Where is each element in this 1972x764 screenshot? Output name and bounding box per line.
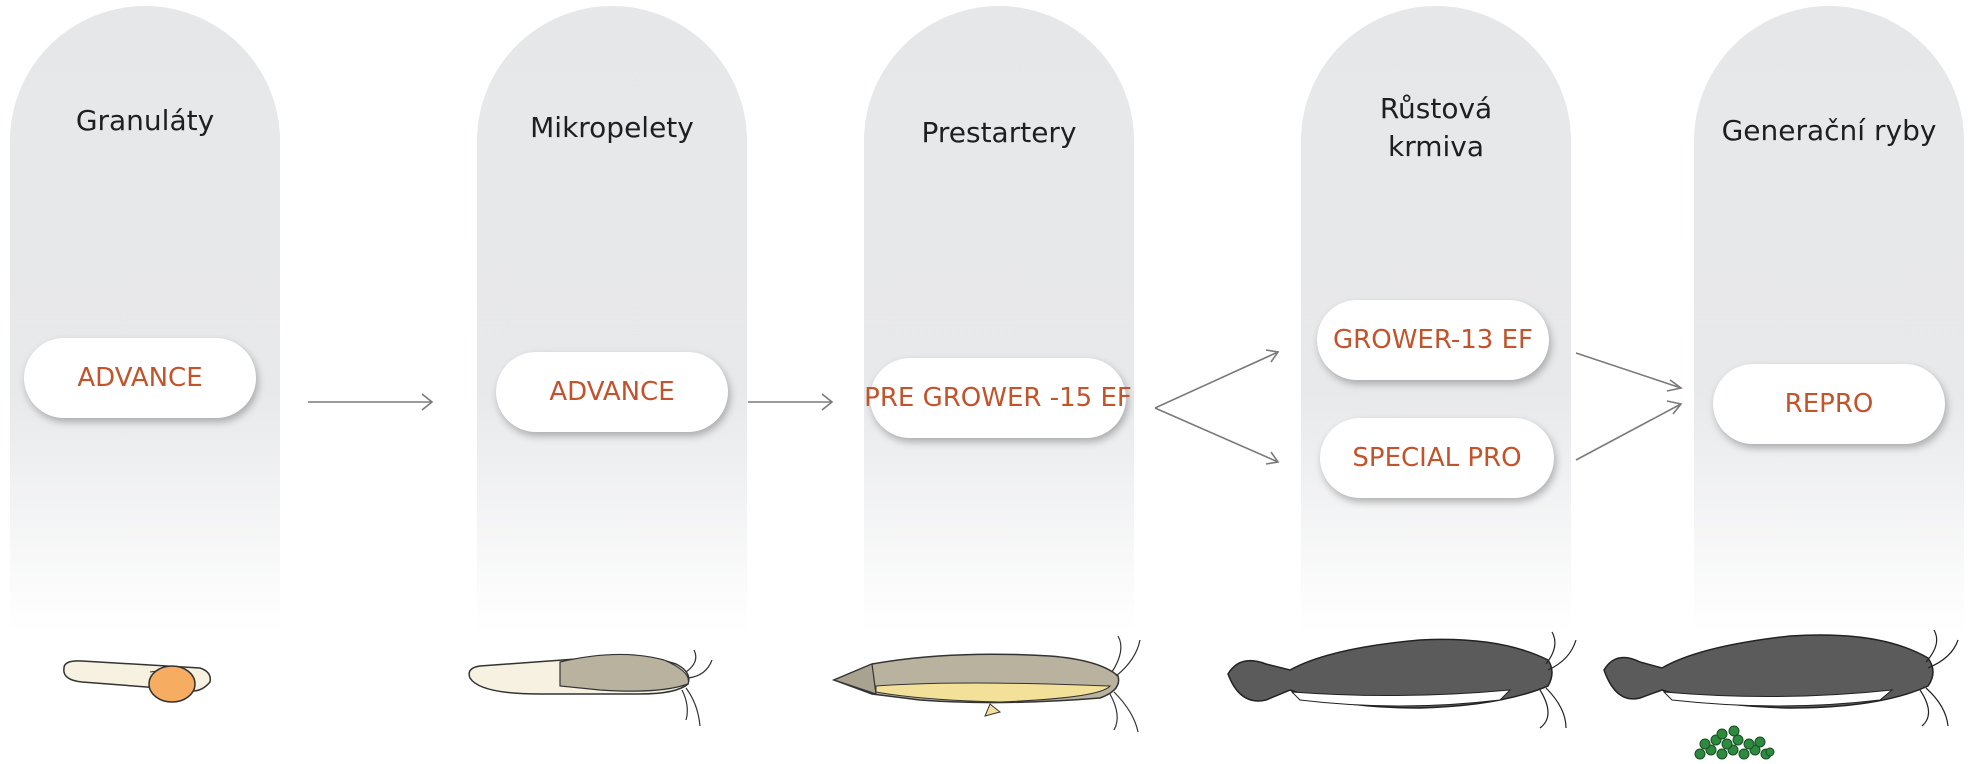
arrow-icon [748,394,832,410]
larva-icon [64,661,210,702]
adult-catfish-icon [1228,632,1576,728]
juvenile-catfish-icon [834,636,1140,732]
broodstock-catfish-icon [1604,630,1958,726]
fry-icon [469,650,712,726]
split-arrow-icon [1155,350,1278,464]
fish-eggs-icon [1695,726,1774,759]
merge-arrow-icon [1576,353,1681,460]
arrow-icon [308,394,432,410]
